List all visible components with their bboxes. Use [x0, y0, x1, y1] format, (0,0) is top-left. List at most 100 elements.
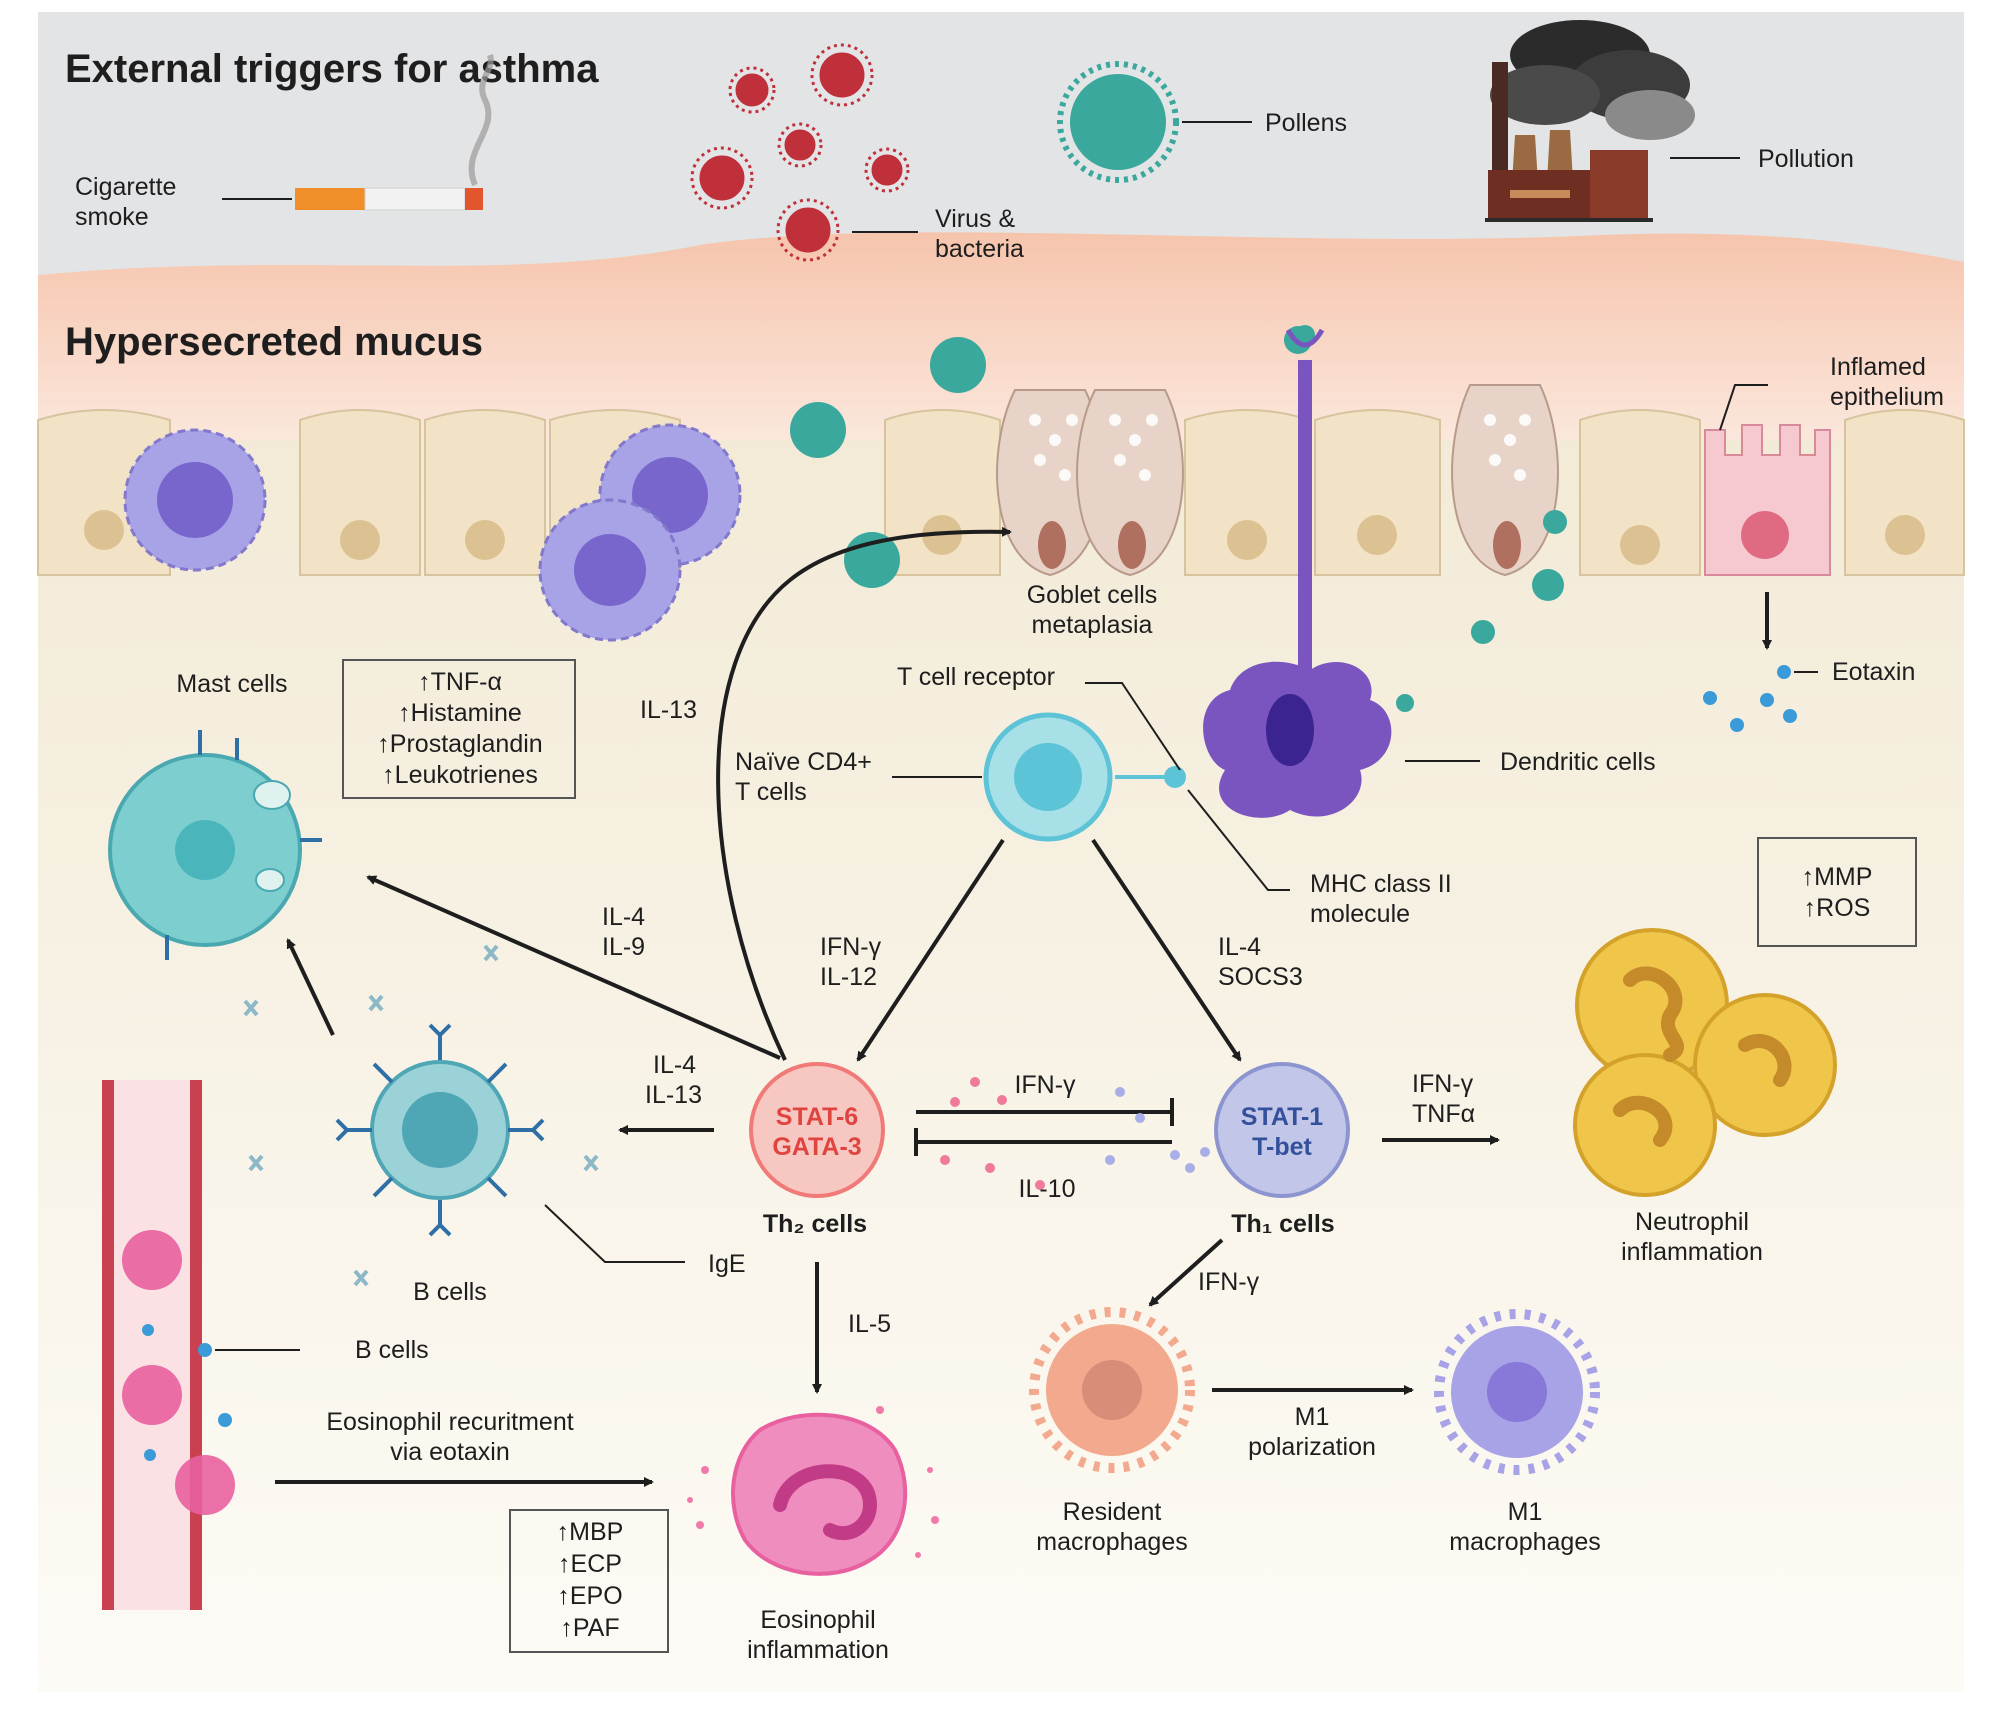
dendritic-label: Dendritic cells: [1500, 748, 1656, 776]
eos-mediator-3: ↑EPO: [557, 1582, 622, 1610]
mast-mediator-4: ↑Leukotrienes: [382, 761, 538, 789]
ifn-tnf-1: IFN-γ: [1412, 1070, 1474, 1098]
goblet-label-1: Goblet cells: [1027, 581, 1158, 609]
mast-mediator-2: ↑Histamine: [398, 699, 522, 727]
cigarette-label-1: Cigarette: [75, 173, 176, 201]
th2-label: Th₂ cells: [763, 1210, 867, 1238]
eos-mediator-4: ↑PAF: [560, 1614, 619, 1642]
il4-socs-1: IL-4: [1218, 933, 1261, 961]
bcell-label-b: B cells: [355, 1336, 429, 1364]
naive-t-cell: [983, 712, 1186, 842]
eotaxin-label: Eotaxin: [1832, 658, 1915, 686]
cytokine-dots: [940, 1077, 1210, 1190]
eos-mediator-1: ↑MBP: [557, 1518, 624, 1546]
m1pol-label-2: polarization: [1248, 1433, 1376, 1461]
eos-mediator-box: [509, 1509, 669, 1653]
neutro-mediator-1: ↑MMP: [1802, 863, 1873, 891]
ige-leader: [544, 1204, 685, 1263]
naive-to-th2-arrow: [856, 838, 1005, 1062]
virus-icon: [699, 52, 903, 253]
naive-label-1: Naïve CD4+: [735, 748, 872, 776]
il4-il13-1: IL-4: [653, 1051, 696, 1079]
il4-il9-2: IL-9: [602, 933, 645, 961]
bcell-to-mast-arrow: [286, 938, 335, 1036]
th1-marker-1: STAT-1: [1241, 1103, 1324, 1131]
resident-label-1: Resident: [1063, 1498, 1162, 1526]
tcr-leader: [1085, 682, 1181, 771]
mhc-label-2: molecule: [1310, 900, 1410, 928]
b-cell: [335, 1023, 545, 1237]
eosinophil-cell: [687, 1406, 939, 1576]
virus-label-1: Virus &: [935, 205, 1015, 233]
neutro-label-1: Neutrophil: [1635, 1208, 1749, 1236]
eos-mediator-2: ↑ECP: [558, 1550, 622, 1578]
m1-macrophage: [1434, 1309, 1600, 1475]
mast-mediator-1: ↑TNF-α: [418, 668, 502, 696]
dendritic-cell: [1203, 325, 1414, 818]
pollution-label: Pollution: [1758, 145, 1854, 173]
m1pol-label-1: M1: [1295, 1403, 1330, 1431]
inflamed-leader: [1719, 384, 1768, 431]
il13-to-goblet-arrow: [716, 526, 1012, 1061]
virus-label-2: bacteria: [935, 235, 1024, 263]
th1-label: Th₁ cells: [1231, 1210, 1334, 1238]
il4-il9-1: IL-4: [602, 903, 645, 931]
ifn-mac-label: IFN-γ: [1198, 1268, 1260, 1296]
il10-label: IL-10: [1019, 1175, 1076, 1203]
resident-macrophage: [1029, 1307, 1195, 1473]
th2-to-mast-arrow: [366, 875, 781, 1060]
neutro-mediator-box: [1757, 837, 1917, 947]
th1-cell: [1214, 1062, 1350, 1198]
m1-label-2: macrophages: [1449, 1528, 1600, 1556]
il13-label: IL-13: [640, 696, 697, 724]
neutrophil-cluster: [1573, 928, 1837, 1197]
neutro-mediator-2: ↑ROS: [1804, 894, 1871, 922]
virus-spikes: [690, 43, 910, 262]
mhc-leader: [1187, 789, 1290, 891]
bcell-label-a: B cells: [413, 1278, 487, 1306]
blood-vessel: [102, 1080, 235, 1610]
inflamed-label-1: Inflamed: [1830, 353, 1926, 381]
tissue-immune-cells: [123, 423, 742, 642]
pollen-icon: [1057, 61, 1179, 183]
naive-to-th1-arrow: [1091, 838, 1242, 1062]
il5-label: IL-5: [848, 1310, 891, 1338]
th2-marker-2: GATA-3: [772, 1133, 861, 1161]
th2-marker-1: STAT-6: [776, 1103, 858, 1131]
mhc-label-1: MHC class II: [1310, 870, 1452, 898]
goblet-label-2: metaplasia: [1032, 611, 1153, 639]
mast-mediator-3: ↑Prostaglandin: [377, 730, 542, 758]
eos-recruit-1: Eosinophil recuritment: [326, 1408, 573, 1436]
ifn-tnf-2: TNFα: [1412, 1100, 1475, 1128]
inflamed-label-2: epithelium: [1830, 383, 1944, 411]
pollen-label: Pollens: [1265, 109, 1347, 137]
mucus-title: Hypersecreted mucus: [65, 320, 483, 364]
neutro-label-2: inflammation: [1621, 1238, 1763, 1266]
ige-label: IgE: [708, 1250, 746, 1278]
th1-to-mac-arrow: [1148, 1238, 1224, 1307]
mast-cell: [108, 730, 322, 960]
eos-label-2: inflammation: [747, 1636, 889, 1664]
m1-label-1: M1: [1508, 1498, 1543, 1526]
ifn-inhibition-label: IFN-γ: [1014, 1071, 1076, 1099]
eos-recruit-2: via eotaxin: [390, 1438, 510, 1466]
il4-il13-2: IL-13: [645, 1081, 702, 1109]
triggers-title: External triggers for asthma: [65, 47, 599, 91]
naive-label-2: T cells: [735, 778, 807, 806]
tcr-label: T cell receptor: [897, 663, 1055, 691]
resident-label-2: macrophages: [1036, 1528, 1187, 1556]
factory-icon: [1485, 20, 1695, 222]
mast-mediator-box: [342, 659, 576, 799]
ifn-il12-2: IL-12: [820, 963, 877, 991]
th1-marker-2: T-bet: [1252, 1133, 1312, 1161]
inflamed-epithelial-cell: [1704, 424, 1831, 576]
eotaxin-molecules: [1703, 665, 1797, 732]
mast-label: Mast cells: [176, 670, 287, 698]
th2-cell: [749, 1062, 885, 1198]
ifn-il12-1: IFN-γ: [820, 933, 882, 961]
il4-socs-2: SOCS3: [1218, 963, 1303, 991]
goblet-cells: [996, 384, 1559, 577]
cigarette-icon: [295, 54, 494, 211]
